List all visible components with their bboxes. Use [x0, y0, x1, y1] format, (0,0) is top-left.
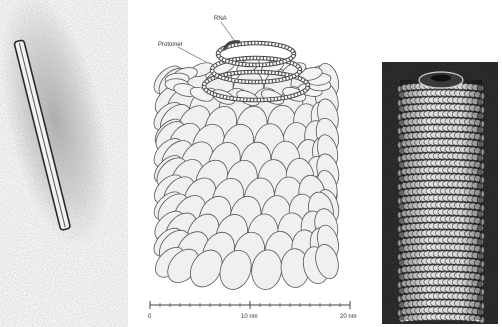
- capsid-protomers: [149, 55, 343, 293]
- scale-bar: [150, 301, 350, 309]
- rna-label: RNA: [214, 16, 227, 22]
- model-photo: [376, 0, 502, 327]
- micrograph-panel: [0, 0, 128, 327]
- structure-diagram: [128, 0, 376, 327]
- protomer-leader-line: [178, 47, 206, 62]
- protomer-label: Protomer: [158, 42, 183, 48]
- model-photo-panel: [376, 0, 502, 327]
- scale-tick-20nm: 20 nm: [340, 314, 357, 320]
- structure-diagram-panel: RNA Protomer 0 10 nm 20 nm: [128, 0, 376, 327]
- scale-tick-0: 0: [148, 314, 151, 320]
- micrograph-image: [0, 0, 128, 327]
- rna-leader-line: [221, 22, 234, 40]
- scale-tick-10nm: 10 nm: [241, 314, 258, 320]
